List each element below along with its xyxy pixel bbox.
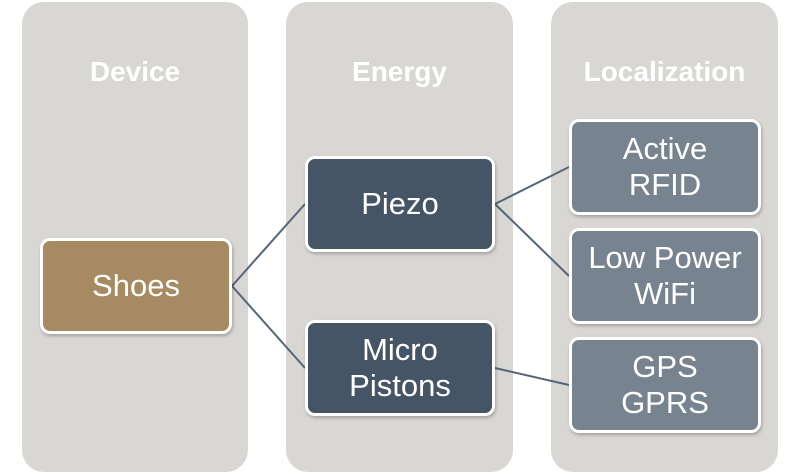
low-power-wifi-node: Low Power WiFi: [569, 228, 761, 324]
micro-pistons-label: Micro Pistons: [349, 332, 451, 403]
device-column: Device: [22, 2, 248, 472]
active-rfid-node: Active RFID: [569, 119, 761, 215]
low-power-wifi-label: Low Power WiFi: [588, 240, 742, 311]
shoes-label: Shoes: [92, 268, 180, 303]
shoes-node: Shoes: [40, 238, 232, 334]
device-column-header: Device: [89, 56, 181, 87]
piezo-label: Piezo: [361, 186, 439, 221]
gps-gprs-label: GPS GPRS: [621, 349, 709, 420]
energy-column-header: Energy: [352, 56, 447, 87]
gps-gprs-node: GPS GPRS: [569, 337, 761, 433]
piezo-node: Piezo: [305, 156, 495, 252]
localization-column-header: Localization: [583, 56, 746, 87]
active-rfid-label: Active RFID: [622, 131, 708, 202]
micro-pistons-node: Micro Pistons: [305, 320, 495, 416]
